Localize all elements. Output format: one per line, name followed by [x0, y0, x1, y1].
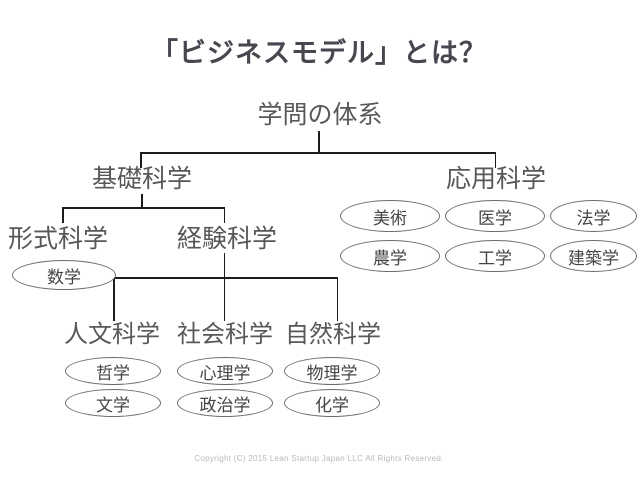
node-natural-science: 自然科学 — [285, 322, 381, 348]
node-empirical-science: 経験科学 — [176, 226, 278, 253]
ellipse-political-science: 政治学 — [177, 389, 273, 417]
tree-connector-basic-stem — [141, 194, 143, 208]
ellipse-agriculture: 農学 — [340, 240, 440, 272]
tree-connector-basic-drop — [140, 152, 142, 168]
slide-title: 「ビジネスモデル」とは？ — [151, 38, 487, 68]
tree-connector-humanities-drop — [113, 277, 115, 321]
ellipse-physics: 物理学 — [284, 357, 380, 385]
ellipse-philosophy: 哲学 — [65, 357, 161, 385]
tree-connector-level3-bar — [113, 277, 338, 279]
node-social-science: 社会科学 — [177, 322, 273, 348]
tree-connector-empirical-drop — [223, 207, 225, 223]
ellipse-chemistry: 化学 — [284, 389, 380, 417]
tree-connector-level2-bar — [62, 207, 225, 209]
copyright-text: Copyright (C) 2015 Lean Startup Japan LL… — [194, 454, 444, 463]
ellipse-literature: 文学 — [65, 389, 161, 417]
tree-connector-formal-drop — [62, 207, 64, 223]
tree-connector-level1-bar — [140, 152, 496, 154]
node-basic-science: 基礎科学 — [91, 166, 193, 193]
tree-connector-root-stem — [318, 131, 320, 152]
ellipse-medicine: 医学 — [445, 200, 545, 232]
ellipse-mathematics: 数学 — [12, 260, 116, 290]
ellipse-psychology: 心理学 — [177, 357, 273, 385]
tree-connector-empirical-stem — [223, 253, 225, 278]
node-applied-science: 応用科学 — [445, 166, 547, 193]
node-formal-science: 形式科学 — [7, 226, 109, 253]
ellipse-architecture: 建築学 — [550, 240, 637, 272]
tree-connector-natural-drop — [336, 277, 338, 321]
ellipse-art: 美術 — [340, 200, 440, 232]
node-academic-system: 学問の体系 — [257, 102, 383, 129]
ellipse-engineering: 工学 — [445, 240, 545, 272]
tree-connector-social-drop — [223, 277, 225, 321]
tree-connector-applied-drop — [494, 152, 496, 168]
node-humanities: 人文科学 — [64, 322, 160, 348]
ellipse-law: 法学 — [550, 200, 637, 232]
